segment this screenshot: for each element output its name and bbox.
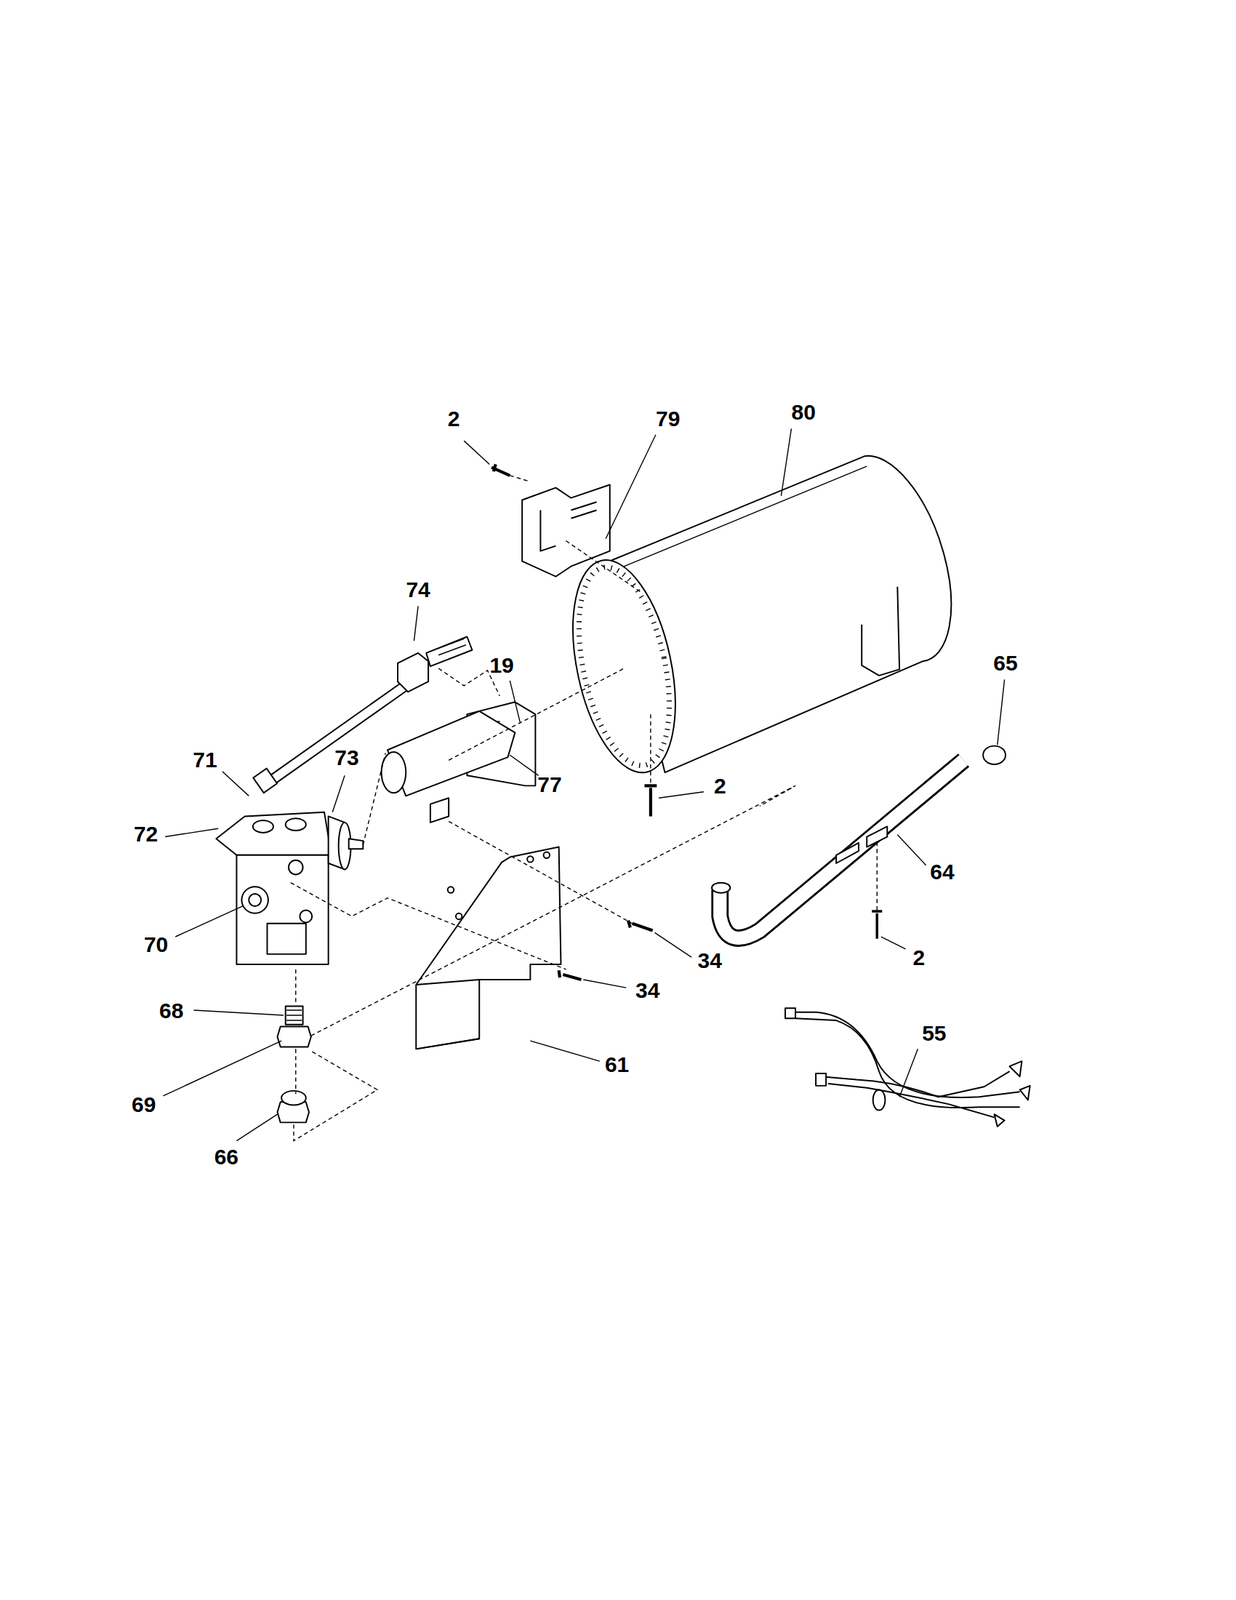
callout-number: 68	[159, 999, 184, 1022]
callout-number: 70	[143, 933, 168, 956]
callout-number: 79	[655, 407, 680, 430]
callout-number: 34	[635, 979, 660, 1002]
callout-number: 65	[993, 652, 1018, 674]
callout-number: 66	[214, 1145, 239, 1168]
callout-number: 80	[791, 401, 816, 424]
callout-number: 72	[133, 823, 158, 845]
callout-number: 2	[447, 407, 461, 430]
callout-number: 61	[604, 1053, 629, 1076]
callout-number: 71	[192, 748, 217, 771]
callout-number: 69	[131, 1093, 156, 1116]
callout-number: 55	[921, 1022, 946, 1045]
callout-number: 74	[405, 578, 430, 601]
callout-number: 34	[697, 949, 722, 972]
callout-number: 2	[713, 775, 727, 797]
callout-number: 2	[912, 946, 925, 969]
callout-number: 19	[489, 654, 514, 677]
callout-number: 64	[929, 860, 954, 883]
callout-number: 73	[334, 746, 359, 769]
callout-number: 77	[537, 773, 562, 796]
